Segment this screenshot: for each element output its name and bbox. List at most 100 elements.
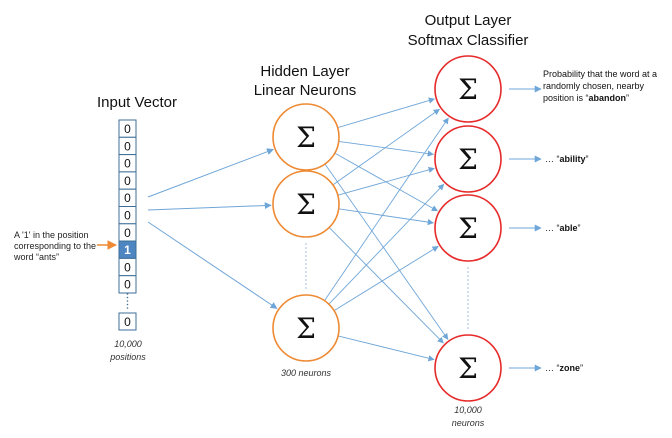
output-label-abandon-line2: randomly chosen, nearby xyxy=(543,81,645,91)
output-label-abandon-prefix: position is “ xyxy=(543,93,589,103)
input-cell-value: 0 xyxy=(124,174,131,188)
output-layer-subtitle: Softmax Classifier xyxy=(408,32,529,49)
hidden-neuron-sigma: Σ xyxy=(296,312,316,345)
hidden-to-output-arrows xyxy=(324,97,449,362)
ellipsis-dot xyxy=(305,271,307,273)
output-label-abandon-line3: position is “abandon” xyxy=(543,93,629,103)
output-neuron-sigma: Σ xyxy=(458,143,478,176)
output-label-abandon-word: abandon xyxy=(589,93,627,103)
output-label-abandon: Probability that the word at a randomly … xyxy=(543,69,657,103)
input-cell-value: 0 xyxy=(124,278,131,292)
output-layer-neurons: Σ Σ Σ Σ xyxy=(434,55,502,402)
output-layer-ellipsis xyxy=(467,267,469,329)
output-label-word: zone xyxy=(560,363,581,373)
hidden-to-output-arrow xyxy=(332,108,440,186)
output-label-ability: … “ability” xyxy=(545,154,589,164)
output-label-zone: … “zone” xyxy=(545,363,583,373)
hidden-to-output-arrow xyxy=(324,117,449,301)
ellipsis-dot xyxy=(467,287,469,289)
hidden-to-output-arrow xyxy=(328,183,445,305)
output-neuron-sigma: Σ xyxy=(458,352,478,385)
hidden-layer-caption: 300 neurons xyxy=(281,368,332,378)
hidden-neuron-circle xyxy=(272,103,340,171)
output-label-able: … “able” xyxy=(545,223,581,233)
ellipsis-dot xyxy=(305,287,307,289)
ellipsis-dot xyxy=(467,291,469,293)
input-cell-value: 0 xyxy=(124,226,131,240)
ellipsis-dot xyxy=(305,259,307,261)
input-to-hidden-arrows xyxy=(147,148,278,309)
output-caption-count: 10,000 xyxy=(454,405,482,415)
output-label-ellipsis: … “ xyxy=(545,363,560,373)
input-last-cell: 0 xyxy=(118,312,137,331)
input-cell-box xyxy=(118,275,137,294)
ellipsis-dot xyxy=(305,251,307,253)
ellipsis-dot xyxy=(467,283,469,285)
input-cell-last-value: 0 xyxy=(124,315,131,329)
input-to-hidden-arrow xyxy=(147,148,274,198)
output-label-quote: ” xyxy=(586,154,589,164)
hidden-to-output-arrow xyxy=(337,97,436,129)
ellipsis-dot xyxy=(305,247,307,249)
output-label-abandon-quote: ” xyxy=(626,93,629,103)
ellipsis-dot xyxy=(467,299,469,301)
ellipsis-dot xyxy=(467,327,469,329)
ellipsis-dot xyxy=(467,307,469,309)
output-label-quote: ” xyxy=(580,363,583,373)
input-cell-value: 0 xyxy=(124,122,131,136)
hidden-neuron-circle xyxy=(272,170,340,238)
ellipsis-dot xyxy=(126,296,129,299)
output-neuron-circle xyxy=(434,55,502,123)
ellipsis-dot xyxy=(305,255,307,257)
hidden-to-output-arrow xyxy=(337,335,435,362)
ellipsis-dot xyxy=(305,243,307,245)
hidden-to-output-arrow xyxy=(337,166,435,196)
input-layer-title: Input Vector xyxy=(97,94,177,111)
output-neuron-sigma: Σ xyxy=(458,212,478,245)
ellipsis-dot xyxy=(467,303,469,305)
ellipsis-dot xyxy=(126,300,129,302)
input-cell-value: 0 xyxy=(124,260,131,274)
output-label-abandon-line1: Probability that the word at a xyxy=(543,69,657,79)
hidden-neuron-sigma: Σ xyxy=(296,121,316,154)
input-caption-unit: positions xyxy=(109,352,146,362)
output-caption-unit: neurons xyxy=(452,418,485,428)
ellipsis-dot xyxy=(305,263,307,265)
hidden-to-output-arrow xyxy=(328,227,444,344)
output-neuron-circle xyxy=(434,334,502,402)
ellipsis-dot xyxy=(467,267,469,269)
ellipsis-dot xyxy=(305,283,307,285)
ellipsis-dot xyxy=(467,315,469,317)
output-to-label-arrows xyxy=(509,85,542,372)
input-to-hidden-arrow xyxy=(147,221,278,309)
output-neuron-circle xyxy=(434,194,502,262)
output-neuron-circle xyxy=(434,125,502,193)
input-caption-count: 10,000 xyxy=(114,339,142,349)
hidden-to-output-arrow xyxy=(338,208,435,226)
hidden-layer-title: Hidden Layer xyxy=(260,63,349,80)
ellipsis-dot xyxy=(467,323,469,325)
ellipsis-dot xyxy=(126,303,129,306)
ellipsis-dot xyxy=(467,275,469,277)
ellipsis-dot xyxy=(126,293,129,295)
hidden-layer-ellipsis xyxy=(305,243,307,289)
output-label-word: ability xyxy=(560,154,586,164)
input-cell-value: 0 xyxy=(124,157,131,171)
input-cell-active-value: 1 xyxy=(124,243,131,257)
input-note-line2: corresponding to the xyxy=(14,241,96,251)
output-neuron-sigma: Σ xyxy=(458,73,478,106)
input-note-line1: A '1' in the position xyxy=(14,230,89,240)
input-cell-value: 0 xyxy=(124,191,131,205)
ellipsis-dot xyxy=(467,279,469,281)
input-cell-value: 0 xyxy=(124,139,131,153)
output-label-word: able xyxy=(560,223,578,233)
hidden-layer-neurons: ΣΣΣ xyxy=(272,103,340,362)
ellipsis-dot xyxy=(305,275,307,277)
hidden-neuron-circle xyxy=(272,294,340,362)
output-layer-title: Output Layer xyxy=(425,12,512,29)
hidden-to-output-arrow xyxy=(338,140,434,157)
input-note: A '1' in the position corresponding to t… xyxy=(13,230,117,262)
